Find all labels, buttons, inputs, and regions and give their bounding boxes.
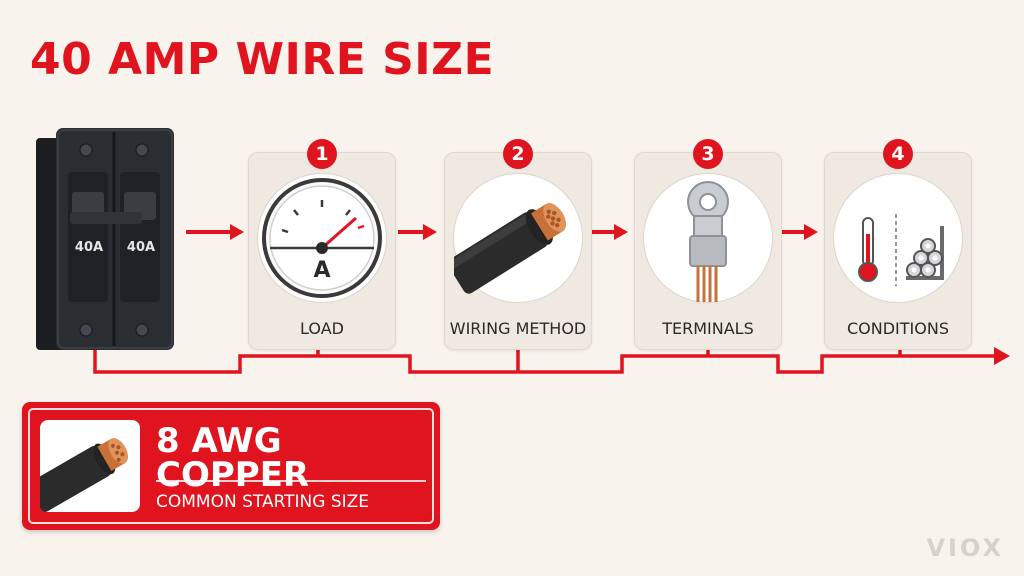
breaker-pole-label: 40A	[126, 240, 156, 255]
copper-cable-icon	[454, 203, 567, 294]
ring-terminal-icon	[687, 181, 729, 302]
step-number-badge: 2	[503, 139, 533, 169]
bottom-connector-line	[93, 348, 995, 374]
step-number-badge: 3	[693, 139, 723, 169]
arrowhead	[614, 224, 628, 240]
page-title: 40 AMP WIRE SIZE	[30, 34, 495, 85]
brand-logo: VIOX	[926, 534, 1004, 562]
step-number-badge: 1	[307, 139, 337, 169]
breaker-pole-label: 40A	[74, 240, 104, 255]
result-wire-size: 8 AWG COPPER	[156, 421, 310, 495]
step-icon-circle	[453, 173, 583, 303]
result-callout-border	[28, 408, 434, 524]
step-card-conditions: 4 CONDITIONS	[824, 139, 972, 350]
step-label: CONDITIONS	[847, 319, 949, 338]
copper-cable-icon	[40, 420, 140, 512]
arrowhead	[230, 224, 244, 240]
step-label: TERMINALS	[662, 319, 754, 338]
step-card-wiring-method: 2 WIRING METHOD	[444, 139, 592, 350]
thermometer-conduit-icon	[858, 214, 944, 286]
flow-arrows	[186, 224, 818, 240]
arrowhead	[804, 224, 818, 240]
step-card-terminals: 3 TERMINALS	[634, 139, 782, 350]
step-icon-circle: A	[257, 173, 387, 303]
ammeter-icon	[262, 178, 382, 298]
step-label: WIRING METHOD	[449, 319, 587, 338]
step-icon-circle	[833, 173, 963, 303]
result-divider	[156, 480, 426, 482]
step-number-badge: 4	[883, 139, 913, 169]
arrowhead	[423, 224, 437, 240]
step-card-load: A 1 LOAD	[248, 139, 396, 350]
gauge-letter: A	[313, 258, 331, 283]
step-icon-circle	[643, 173, 773, 303]
result-subtitle: COMMON STARTING SIZE	[156, 492, 370, 512]
step-label: LOAD	[300, 319, 344, 338]
circuit-breaker-image	[36, 128, 174, 350]
result-callout: 8 AWG COPPER COMMON STARTING SIZE	[22, 402, 440, 530]
bottom-arrowhead	[994, 347, 1010, 365]
